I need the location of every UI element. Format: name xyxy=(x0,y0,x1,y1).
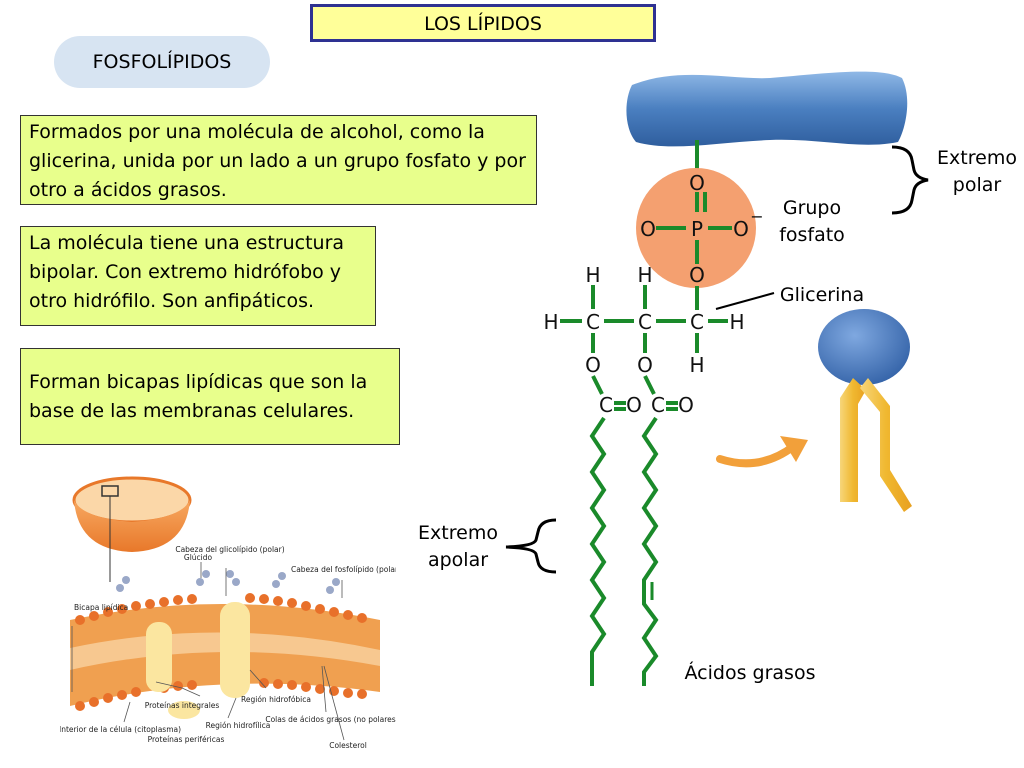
mlabel-region-hidrofilica: Región hidrofílica xyxy=(206,721,271,730)
mlabel-cabeza-fosfo: Cabeza del fosfolípido (polar) xyxy=(291,565,396,574)
atom-c-carbonyl2: C xyxy=(651,393,665,417)
mlabel-interior: Interior de la célula (citoplasma) xyxy=(60,725,181,734)
atom-h-bottom: H xyxy=(689,353,704,377)
simple-head-icon xyxy=(818,309,910,385)
glicerina-label: Glicerina xyxy=(779,284,865,306)
atom-h-right: H xyxy=(729,310,744,334)
atom-o-top: O xyxy=(689,171,705,195)
structure-box: La molécula tiene una estructura bipolar… xyxy=(20,226,376,326)
protein-integral-1 xyxy=(146,622,172,692)
mlabel-cabeza-gluco: Cabeza del glicolípido (polar) xyxy=(175,545,284,554)
atom-o-carbonyl1: O xyxy=(626,393,642,417)
arrow-icon xyxy=(716,442,798,468)
atom-minus: − xyxy=(750,207,763,226)
page-title: LOS LÍPIDOS xyxy=(310,4,656,42)
protein-integral-2 xyxy=(220,602,250,698)
atom-p: P xyxy=(691,217,703,241)
mlabel-proteinas-perifericas: Proteínas periféricas xyxy=(148,735,225,744)
mlabel-colas: Colas de ácidos grasos (no polares) xyxy=(265,715,396,724)
atom-o-right: O xyxy=(733,217,749,241)
atom-o-ester1: O xyxy=(585,353,601,377)
fatty-acid-chain-1 xyxy=(589,416,607,686)
apolar-brace xyxy=(505,518,557,574)
mlabel-glucido: Glúcido xyxy=(184,553,213,562)
atom-o-ester2: O xyxy=(637,353,653,377)
atom-c2: C xyxy=(638,310,652,334)
atom-c3: C xyxy=(690,310,704,334)
atom-h-top1: H xyxy=(585,263,600,287)
mlabel-bicapa: Bicapa lipídica xyxy=(74,603,128,612)
polar-brace xyxy=(891,145,929,215)
simple-tail-right xyxy=(860,378,912,512)
simple-tail-left xyxy=(840,378,866,502)
section-subtitle: FOSFOLÍPIDOS xyxy=(54,36,270,88)
mlabel-region-hidrofobica: Región hidrofóbica xyxy=(241,695,311,704)
bilayer-box: Forman bicapas lipídicas que son la base… xyxy=(20,348,400,445)
atom-o-left: O xyxy=(640,217,656,241)
atom-c1: C xyxy=(586,310,600,334)
atom-h-left: H xyxy=(543,310,558,334)
atom-c-carbonyl1: C xyxy=(599,393,613,417)
bonds xyxy=(560,192,732,411)
atom-h-top2: H xyxy=(637,263,652,287)
polar-head-shape xyxy=(626,71,908,147)
fatty-acid-chain-2 xyxy=(641,416,659,686)
mlabel-proteinas-integrales: Proteínas integrales xyxy=(145,701,220,710)
definition-box: Formados por una molécula de alcohol, co… xyxy=(20,115,537,205)
atom-o-link: O xyxy=(689,263,705,287)
phosphate-circle xyxy=(636,168,756,288)
atom-o-carbonyl2: O xyxy=(678,393,694,417)
mlabel-colesterol: Colesterol xyxy=(329,741,367,750)
acidos-grasos-label: Ácidos grasos xyxy=(684,662,816,684)
membrane-illustration: Bicapa lipídica Cabeza del glicolípido (… xyxy=(60,476,396,750)
